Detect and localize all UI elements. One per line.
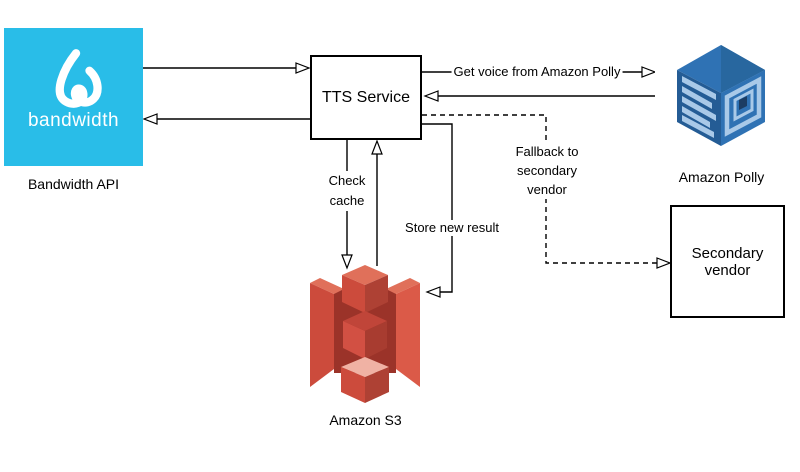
edge-label-check-cache-line1: Check (326, 171, 368, 191)
edge-label-store-result-text: Store new result (403, 220, 501, 236)
node-bandwidth-api: bandwidth (4, 28, 143, 166)
arrowhead-into-tts-left (295, 62, 311, 74)
arrowhead-into-polly (641, 66, 657, 78)
node-amazon-s3 (308, 263, 423, 403)
arrowhead-into-bandwidth (142, 113, 158, 125)
node-tts-service: TTS Service (310, 55, 422, 140)
bandwidth-logo-icon (55, 49, 102, 108)
edge-label-fallback-line1: Fallback to (513, 142, 581, 161)
amazon-s3-icon (310, 265, 420, 403)
arrowhead-into-s3-top (341, 254, 353, 270)
tts-service-label: TTS Service (321, 88, 410, 106)
arrowhead-into-s3-right (425, 286, 441, 298)
arrowhead-into-tts-bottom (371, 139, 383, 155)
amazon-s3-caption: Amazon S3 (329, 412, 402, 428)
edge-label-fallback-line3: vendor (525, 180, 569, 199)
arrowhead-into-secondary (656, 257, 672, 269)
edge-label-fallback-line2: secondary (515, 161, 579, 180)
edge-label-store-result: Store new result (403, 220, 501, 236)
bandwidth-wordmark: bandwidth (27, 110, 120, 131)
edge-label-fallback: Fallback to secondary vendor (513, 142, 581, 199)
node-amazon-polly (655, 28, 788, 163)
edge-label-check-cache-line2: cache (327, 191, 367, 211)
amazon-polly-caption: Amazon Polly (678, 169, 765, 185)
edge-label-get-voice: Get voice from Amazon Polly (451, 64, 623, 80)
secondary-vendor-label: Secondary vendor (691, 244, 764, 279)
edge-label-check-cache: Check cache (326, 171, 368, 211)
node-secondary-vendor: Secondary vendor (670, 205, 785, 318)
bandwidth-api-caption: Bandwidth API (27, 176, 120, 192)
edge-label-get-voice-text: Get voice from Amazon Polly (451, 64, 623, 80)
arrowhead-into-tts-right (423, 90, 439, 102)
amazon-polly-icon (677, 45, 765, 146)
edge-store-result (422, 123, 453, 293)
